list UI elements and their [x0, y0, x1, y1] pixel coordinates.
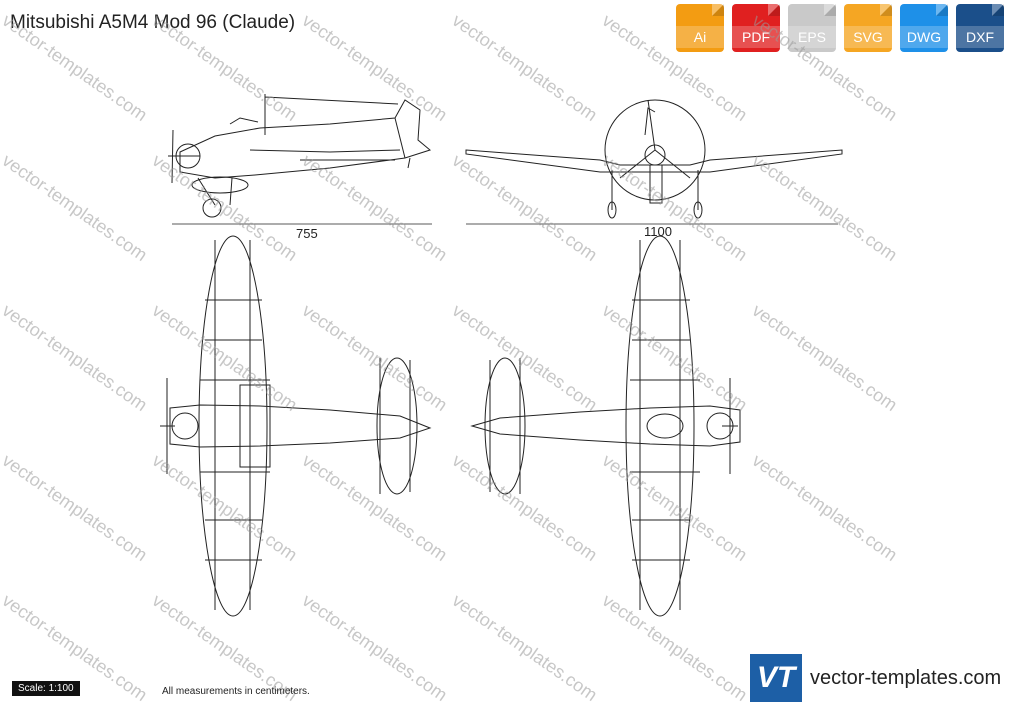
format-label: SVG: [844, 26, 892, 48]
format-dwg-button[interactable]: DWG: [900, 4, 948, 52]
format-label: PDF: [732, 26, 780, 48]
brand[interactable]: VT vector-templates.com: [750, 654, 1001, 702]
format-label: Ai: [676, 26, 724, 48]
format-label: DXF: [956, 26, 1004, 48]
format-ai-button[interactable]: Ai: [676, 4, 724, 52]
front-view: [465, 99, 843, 225]
bottom-view: [470, 235, 741, 617]
side-view: [168, 94, 432, 225]
brand-site-link[interactable]: vector-templates.com: [810, 666, 1002, 689]
format-label: EPS: [788, 26, 836, 48]
format-downloads: Ai PDF EPS SVG DWG DXF: [676, 4, 1004, 52]
format-pdf-button[interactable]: PDF: [732, 4, 780, 52]
top-view: [160, 235, 432, 617]
length-dimension: 755: [296, 226, 318, 241]
vt-logo-icon: VT: [750, 654, 802, 702]
measurement-note: All measurements in centimeters.: [162, 686, 310, 697]
format-eps-button[interactable]: EPS: [788, 4, 836, 52]
page-title: Mitsubishi A5M4 Mod 96 (Claude): [10, 12, 296, 33]
format-dxf-button[interactable]: DXF: [956, 4, 1004, 52]
format-svg-button[interactable]: SVG: [844, 4, 892, 52]
scale-badge: Scale: 1:100: [12, 681, 80, 696]
span-dimension: 1100: [644, 224, 672, 239]
format-label: DWG: [900, 26, 948, 48]
